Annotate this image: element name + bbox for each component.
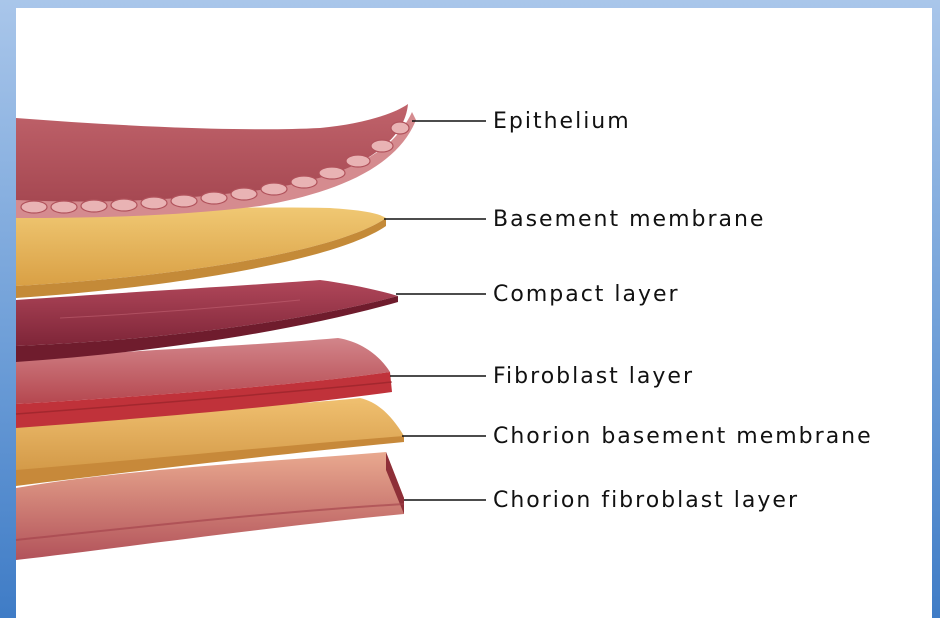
label-epithelium: Epithelium	[493, 111, 631, 133]
label-compact-layer: Compact layer	[493, 284, 680, 306]
label-fibroblast-layer: Fibroblast layer	[493, 366, 694, 388]
label-basement-membrane: Basement membrane	[493, 209, 765, 231]
label-chorion-fibroblast-layer: Chorion fibroblast layer	[493, 490, 799, 512]
epithelium-shape	[16, 104, 416, 218]
label-chorion-basement-membrane: Chorion basement membrane	[493, 426, 873, 448]
leader-lines	[384, 121, 486, 500]
